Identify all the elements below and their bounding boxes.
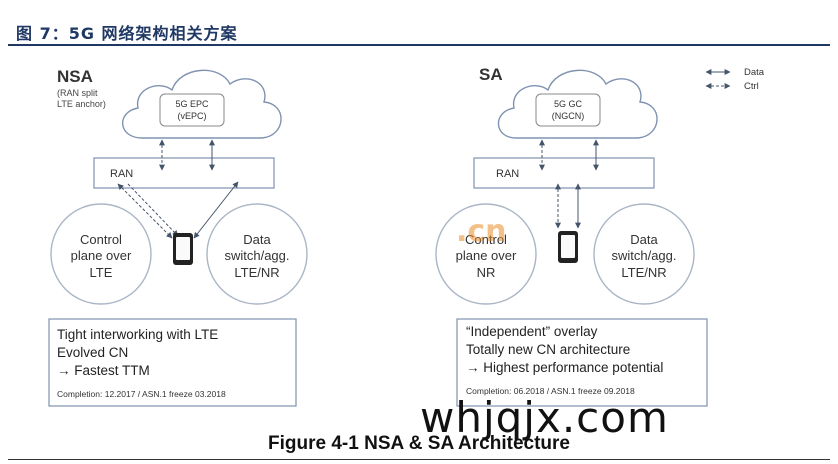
nsa-data-line-1: Data <box>243 232 271 247</box>
nsa-subtitle-2: LTE anchor) <box>57 99 106 109</box>
sa-info-box <box>456 318 708 407</box>
bottom-rule <box>8 459 830 460</box>
sa-gc-line-1: 5G GC <box>554 99 583 109</box>
nsa-control-circle <box>50 203 152 305</box>
sa-completion: Completion: 06.2018 / ASN.1 freeze 09.20… <box>466 386 635 396</box>
nsa-control-line-2: plane over <box>71 248 132 263</box>
nsa-data-line-3: LTE/NR <box>234 265 279 280</box>
legend-ctrl-label: Ctrl <box>744 81 759 92</box>
watermark-mark: .cn <box>456 214 507 249</box>
sa-control-line-3: NR <box>477 265 496 280</box>
sa-control-line-1: Control <box>465 232 507 247</box>
legend-data-label: Data <box>744 67 765 78</box>
nsa-epc-line-2: (vEPC) <box>178 111 207 121</box>
figure-caption: Figure 4-1 NSA & SA Architecture <box>268 433 570 454</box>
nsa-ran-device-link-2 <box>127 183 179 237</box>
sa-phone-icon <box>558 231 578 263</box>
sa-info-line-2: Totally new CN architecture <box>466 342 630 357</box>
nsa-data-ran-device-link <box>193 181 239 239</box>
nsa-data-circle <box>206 203 308 305</box>
nsa-control-line-1: Control <box>80 232 122 247</box>
nsa-control-line-3: LTE <box>90 265 113 280</box>
nsa-ctrl-ran-device-link <box>117 183 173 239</box>
sa-gc-box <box>535 93 601 127</box>
nsa-ran-box <box>93 157 275 189</box>
sa-data-line-3: LTE/NR <box>621 265 666 280</box>
sa-info-line-3: → Highest performance potential <box>466 360 663 375</box>
nsa-title: NSA <box>57 67 93 86</box>
sa-data-line-2: switch/agg. <box>611 248 676 263</box>
sa-ran-label: RAN <box>496 168 519 180</box>
nsa-epc-box <box>159 93 225 127</box>
nsa-info-line-2: Evolved CN <box>57 345 128 360</box>
sa-data-line-1: Data <box>630 232 658 247</box>
figure-title: 图 7：5G 网络架构相关方案 <box>16 24 238 43</box>
nsa-info-line-3: → Fastest TTM <box>57 363 150 378</box>
sa-ran-box <box>473 157 655 189</box>
nsa-subtitle-1: (RAN split <box>57 88 98 98</box>
sa-control-circle <box>435 203 537 305</box>
watermark-text: whjqjx.com <box>420 393 669 442</box>
nsa-info-line-1: Tight interworking with LTE <box>57 327 218 342</box>
nsa-info-box <box>48 318 297 407</box>
sa-gc-line-2: (NGCN) <box>552 111 585 121</box>
sa-control-line-2: plane over <box>456 248 517 263</box>
nsa-completion: Completion: 12.2017 / ASN.1 freeze 03.20… <box>57 389 226 399</box>
sa-data-circle <box>593 203 695 305</box>
nsa-data-line-2: switch/agg. <box>224 248 289 263</box>
nsa-ran-label: RAN <box>110 168 133 180</box>
sa-info-line-1: “Independent” overlay <box>466 324 598 339</box>
nsa-epc-line-1: 5G EPC <box>175 99 209 109</box>
nsa-phone-icon <box>173 233 193 265</box>
figure-header: 图 7：5G 网络架构相关方案 <box>8 4 830 46</box>
sa-title: SA <box>479 65 503 84</box>
